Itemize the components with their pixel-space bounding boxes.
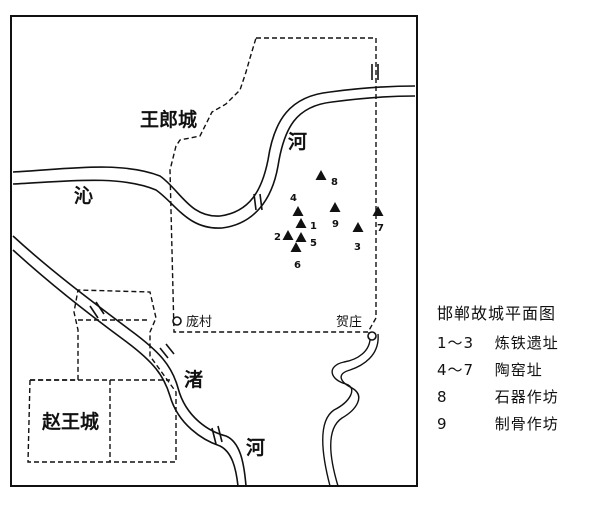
site-label-4: 4	[290, 193, 297, 204]
site-triangle-7	[372, 206, 384, 216]
site-label-3: 3	[354, 242, 361, 253]
site-triangle-5	[295, 232, 307, 242]
label-he-north: 河	[288, 131, 307, 153]
legend-item: 1～3 炼铁遗址	[437, 334, 559, 352]
pangcun-marker	[172, 316, 182, 326]
legend-item: 4～7 陶窑址	[437, 361, 543, 379]
site-label-1: 1	[310, 221, 317, 232]
zhaowang-city-wall	[27, 289, 177, 463]
site-triangle-3	[352, 222, 364, 232]
site-triangle-2	[282, 230, 294, 240]
site-label-5: 5	[310, 238, 317, 249]
label-wanglang-city: 王郎城	[140, 108, 197, 131]
zhaowang-inner-line	[30, 319, 170, 462]
legend-title: 邯郸故城平面图	[437, 304, 557, 323]
site-markers: 1 2 3 4 56 7 8 9	[274, 170, 384, 271]
site-label-8: 8	[331, 177, 338, 188]
site-triangle-1	[295, 218, 307, 228]
map-frame	[10, 15, 418, 487]
label-qin: 沁	[74, 185, 93, 207]
legend-item: 9 制骨作坊	[437, 415, 559, 433]
hezhuang-marker	[367, 331, 377, 341]
site-label-9: 9	[332, 219, 339, 230]
label-zhu: 渚	[184, 369, 203, 391]
legend: 邯郸故城平面图 1～3 炼铁遗址 4～7 陶窑址 8 石器作坊 9 制骨作坊	[437, 300, 597, 440]
label-zhaowang-city: 赵王城	[41, 410, 99, 433]
zhu-river	[12, 235, 247, 487]
site-triangle-9	[329, 202, 341, 212]
crossing-marks	[89, 64, 379, 445]
site-label-7: 7	[377, 223, 384, 234]
label-hezhuang: 贺庄	[336, 314, 362, 330]
site-triangle-8	[315, 170, 327, 180]
site-triangle-6	[290, 242, 302, 252]
main-city-wall	[169, 37, 377, 333]
legend-item: 8 石器作坊	[437, 388, 559, 406]
southeast-stream	[322, 333, 379, 487]
site-triangle-4	[292, 206, 304, 216]
label-pangcun: 庞村	[186, 314, 212, 330]
qin-river	[12, 85, 416, 229]
site-label-2: 2	[274, 232, 281, 243]
site-label-6: 6	[294, 260, 301, 271]
label-he-south: 河	[246, 437, 265, 459]
